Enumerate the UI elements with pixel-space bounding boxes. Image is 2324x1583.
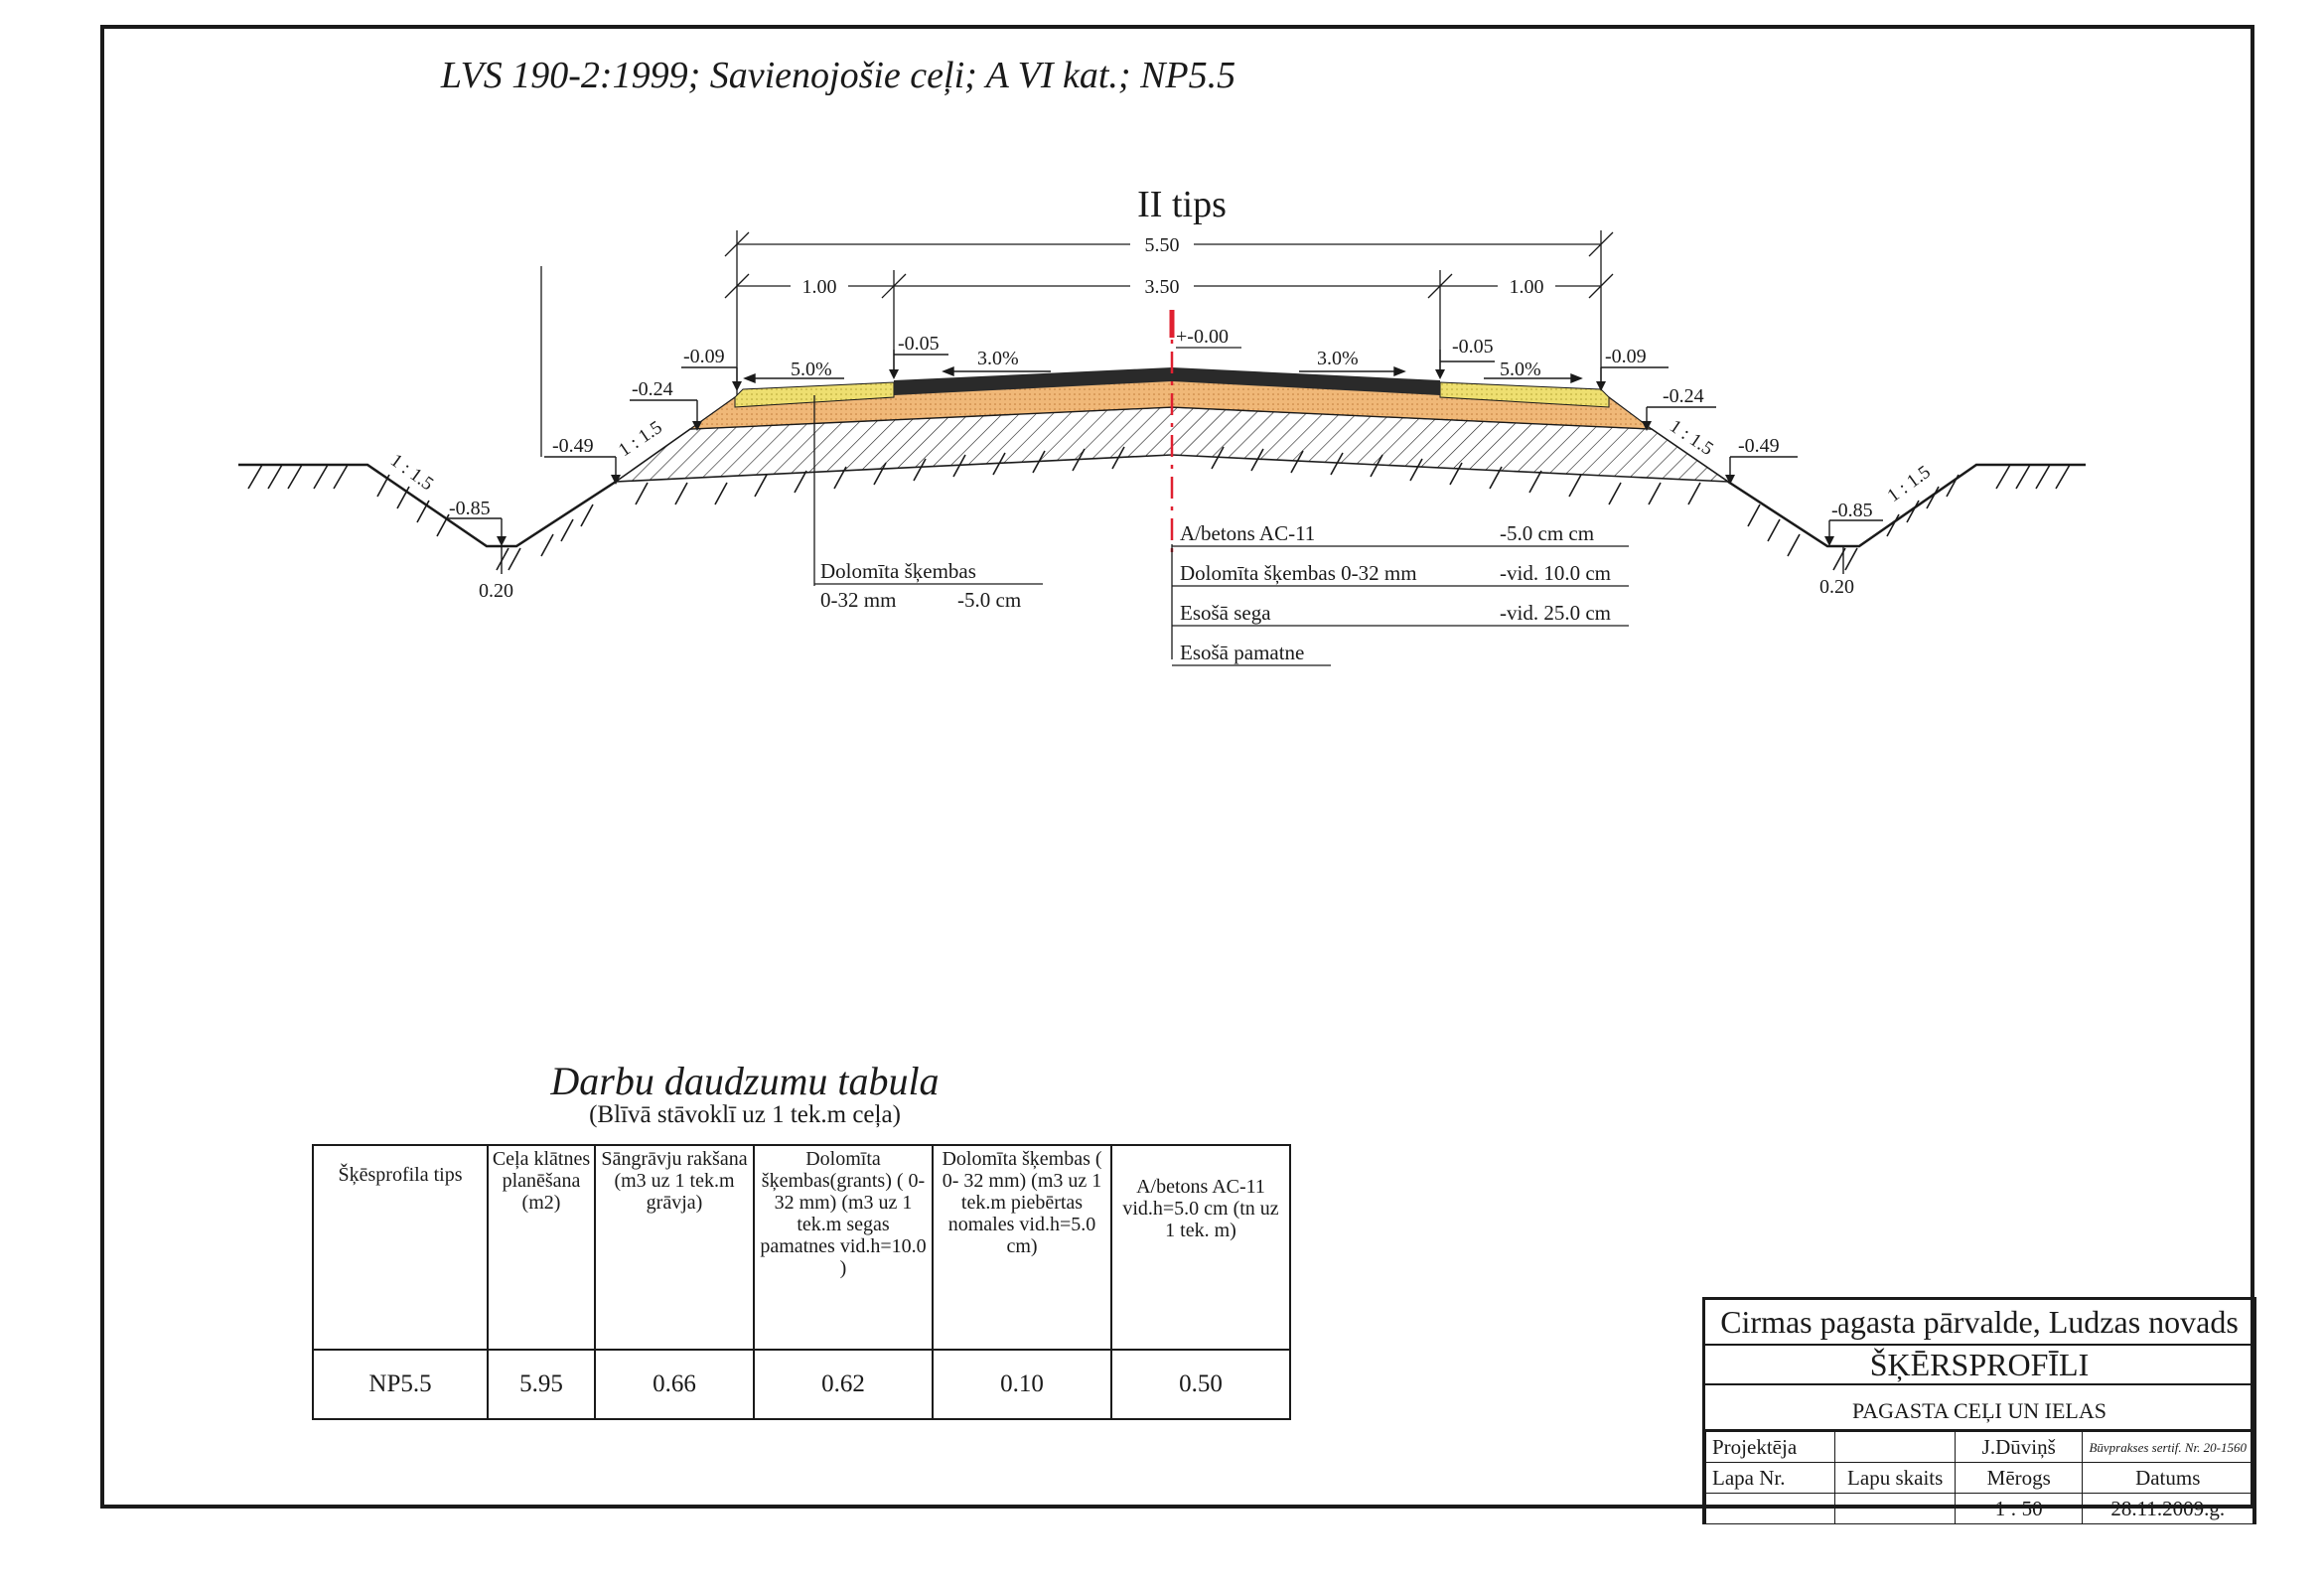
layer-3-name: Esošā sega	[1180, 601, 1271, 625]
drawing-title: LVS 190-2:1999; Savienojošie ceļi; A VI …	[440, 55, 1235, 96]
designer-blank	[1834, 1431, 1956, 1463]
layer-shoulder-name: Dolomīta šķembas	[820, 559, 976, 583]
quantity-table-header: Šķēsprofila tips Ceļa klātnes planēšana …	[312, 1144, 1291, 1351]
ground-line-right	[1727, 463, 2086, 548]
cross-slope-arrows	[743, 365, 1583, 384]
title-block-sheet: ŠĶĒRSPROFĪLI	[1705, 1346, 2253, 1385]
sheet-frame	[100, 25, 2254, 1509]
table-row: NP5.5 5.95 0.66 0.62 0.10 0.50	[312, 1349, 1291, 1420]
title-block-org: Cirmas pagasta pārvalde, Ludzas novads	[1705, 1300, 2253, 1346]
level-m024-right: -0.24	[1663, 385, 1704, 407]
layer-callout-lines	[813, 395, 1629, 666]
quantity-table-title: Darbu daudzumu tabula	[549, 1059, 939, 1103]
date-value: 28.11.2009.g.	[2082, 1493, 2253, 1524]
quantity-table: Šķēsprofila tips Ceļa klātnes planēšana …	[312, 1144, 1291, 1420]
profile-type-label: II tips	[1137, 184, 1227, 225]
cell-gravel-shoulder: 0.10	[932, 1349, 1112, 1420]
title-block: Cirmas pagasta pārvalde, Ludzas novads Š…	[1702, 1297, 2256, 1524]
designer-cert: Būvprakses sertif. Nr. 20-1560	[2082, 1431, 2253, 1463]
layer-shoulder-value: -5.0 cm	[957, 588, 1021, 612]
layer-3-value: -vid. 25.0 cm	[1500, 601, 1611, 625]
slope-shoulder-left: 5.0%	[791, 359, 832, 380]
dim-carriageway-width: 3.50	[1145, 276, 1180, 298]
level-m005-right: -0.05	[1452, 336, 1494, 358]
col-header-grading: Ceļa klātnes planēšana (m2)	[487, 1144, 596, 1351]
asphalt-layer	[894, 367, 1440, 395]
level-m005-left: -0.05	[898, 333, 940, 355]
ditch-bottom-left: 0.20	[479, 580, 513, 602]
designer-label: Projektēja	[1704, 1431, 1836, 1463]
col-header-gravel-shoulder: Dolomīta šķembas ( 0- 32 mm) (m3 uz 1 te…	[932, 1144, 1112, 1351]
layer-4-name: Esošā pamatne	[1180, 641, 1304, 664]
page-count	[1834, 1493, 1956, 1524]
col-header-gravel-base: Dolomīta šķembas(grants) ( 0- 32 mm) (m3…	[753, 1144, 934, 1351]
ground-hatch-marks	[247, 446, 2071, 571]
layer-1-value: -5.0 cm cm	[1500, 521, 1594, 545]
page-number	[1704, 1493, 1836, 1524]
layer-2-name: Dolomīta šķembas 0-32 mm	[1180, 561, 1417, 585]
ground-line-left	[238, 463, 617, 548]
level-m024-left: -0.24	[632, 378, 673, 400]
axis-level-label: +-0.00	[1176, 326, 1229, 348]
col-header-type: Šķēsprofila tips	[312, 1144, 489, 1351]
col-header-asphalt: A/betons AC-11 vid.h=5.0 cm (tn uz 1 tek…	[1110, 1144, 1291, 1351]
dim-total-width: 5.50	[1145, 234, 1180, 256]
level-arrowheads	[497, 369, 1834, 546]
slope-ratio-left-outer: 1 : 1.5	[386, 450, 437, 495]
title-block-grid: Projektēja J.Dūviņš Būvprakses sertif. N…	[1704, 1431, 2253, 1524]
dim-shoulder-right: 1.00	[1510, 276, 1544, 298]
dim-shoulder-left: 1.00	[802, 276, 837, 298]
layer-shoulder-spec: 0-32 mm	[820, 588, 896, 612]
cell-asphalt: 0.50	[1110, 1349, 1291, 1420]
level-m085-right: -0.85	[1831, 500, 1873, 521]
ditch-bottom-right: 0.20	[1819, 576, 1854, 598]
slope-shoulder-right: 5.0%	[1500, 359, 1541, 380]
cell-type: NP5.5	[312, 1349, 489, 1420]
slope-road-left: 3.0%	[977, 348, 1019, 369]
cell-gravel-base: 0.62	[753, 1349, 934, 1420]
level-m085-left: -0.85	[449, 498, 491, 519]
page-label: Lapa Nr.	[1704, 1462, 1836, 1494]
cell-grading: 5.95	[487, 1349, 596, 1420]
scale-label: Mērogs	[1954, 1462, 2084, 1494]
pages-label: Lapu skaits	[1834, 1462, 1956, 1494]
cell-ditch: 0.66	[594, 1349, 755, 1420]
slope-road-right: 3.0%	[1317, 348, 1359, 369]
col-header-ditch: Sāngrāvju rakšana (m3 uz 1 tek.m grāvja)	[594, 1144, 755, 1351]
quantity-table-subtitle: (Blīvā stāvoklī uz 1 tek.m ceļa)	[589, 1101, 901, 1128]
date-label: Datums	[2082, 1462, 2253, 1494]
level-markers	[447, 350, 1883, 574]
level-m009-right: -0.09	[1605, 346, 1647, 367]
level-m049-left: -0.49	[552, 435, 594, 457]
level-m009-left: -0.09	[683, 346, 725, 367]
designer-name: J.Dūviņš	[1954, 1431, 2084, 1463]
layer-1-name: A/betons AC-11	[1180, 521, 1315, 545]
level-m049-right: -0.49	[1738, 435, 1780, 457]
layer-2-value: -vid. 10.0 cm	[1500, 561, 1611, 585]
scale-value: 1 : 50	[1954, 1493, 2084, 1524]
title-block-project: PAGASTA CEĻI UN IELAS	[1705, 1385, 2253, 1431]
